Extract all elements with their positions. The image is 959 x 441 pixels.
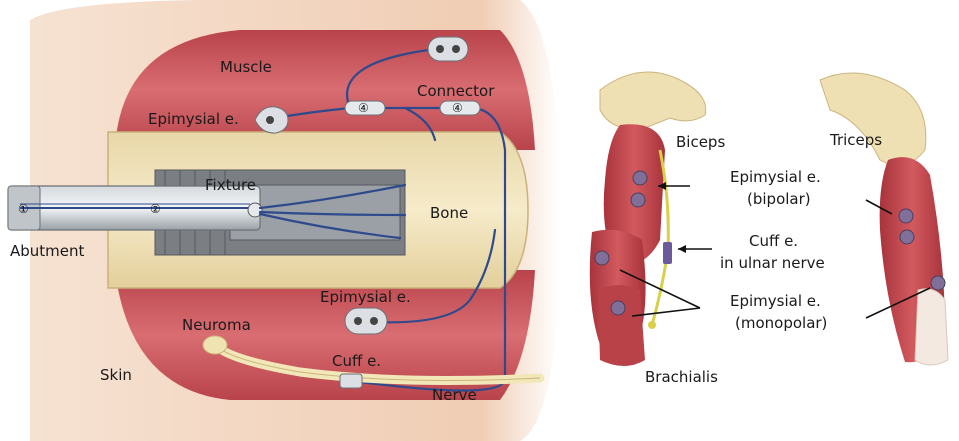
epimysial-electrode-far bbox=[428, 37, 468, 61]
tendon bbox=[915, 289, 948, 365]
label-epi-bipolar-1: Epimysial e. bbox=[730, 168, 821, 186]
triceps-electrode-3 bbox=[931, 276, 945, 290]
biceps-electrode-1 bbox=[633, 171, 647, 185]
shoulder-left bbox=[600, 72, 706, 130]
triceps-electrode-1 bbox=[899, 209, 913, 223]
brachialis-electrode bbox=[595, 251, 609, 265]
epimysial-electrode-bottom bbox=[345, 308, 387, 334]
forearm-muscle bbox=[598, 285, 645, 366]
cuff-electrode bbox=[340, 374, 362, 388]
forearm-electrode bbox=[611, 301, 625, 315]
number-2: ② bbox=[150, 202, 161, 216]
label-neuroma: Neuroma bbox=[182, 316, 251, 334]
nerve-end bbox=[648, 321, 656, 329]
right-panel: Biceps Triceps Epimysial e. (bipolar) Cu… bbox=[590, 72, 948, 386]
label-nerve: Nerve bbox=[432, 386, 477, 404]
label-cuff: Cuff e. bbox=[332, 352, 381, 370]
label-fixture: Fixture bbox=[205, 176, 256, 194]
label-biceps: Biceps bbox=[676, 133, 725, 151]
left-panel: Muscle Epimysial e. Connector Fixture Bo… bbox=[8, 0, 560, 441]
label-cuff-2: in ulnar nerve bbox=[720, 254, 825, 272]
label-cuff-1: Cuff e. bbox=[749, 232, 798, 250]
number-4b: ④ bbox=[452, 101, 463, 115]
neuroma bbox=[203, 336, 227, 354]
triceps-electrode-2 bbox=[900, 230, 914, 244]
number-1: ① bbox=[18, 202, 29, 216]
number-4a: ④ bbox=[358, 101, 369, 115]
arrowhead-cuff bbox=[678, 245, 686, 253]
label-skin: Skin bbox=[100, 366, 132, 384]
label-epi-mono-1: Epimysial e. bbox=[730, 292, 821, 310]
label-epimysial-bottom: Epimysial e. bbox=[320, 288, 411, 306]
shoulder-right bbox=[820, 73, 926, 166]
label-brachialis: Brachialis bbox=[645, 368, 718, 386]
cuff-electrode-ulnar bbox=[663, 242, 672, 264]
label-bone: Bone bbox=[430, 204, 468, 222]
label-epi-mono-2: (monopolar) bbox=[735, 314, 827, 332]
biceps-electrode-2 bbox=[631, 193, 645, 207]
label-muscle: Muscle bbox=[220, 58, 272, 76]
label-epimysial-top: Epimysial e. bbox=[148, 110, 239, 128]
label-abutment: Abutment bbox=[10, 242, 85, 260]
label-triceps: Triceps bbox=[829, 131, 882, 149]
label-connector: Connector bbox=[417, 82, 495, 100]
label-epi-bipolar-2: (bipolar) bbox=[747, 190, 811, 208]
